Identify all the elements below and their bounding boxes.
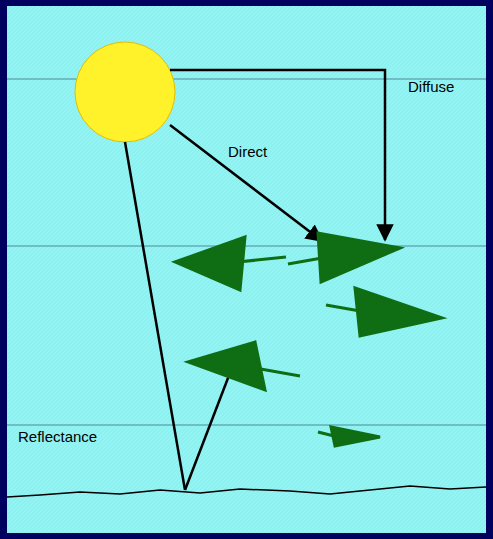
- sun: [75, 42, 175, 142]
- sky-ground: [7, 6, 486, 533]
- guide-lines: [7, 79, 486, 425]
- reflectance-label: Reflectance: [18, 429, 97, 446]
- direct-ray: [170, 125, 322, 241]
- diffuse-label: Diffuse: [408, 79, 454, 96]
- reflect-incoming-ray: [125, 142, 185, 490]
- ground-line: [7, 486, 486, 497]
- diffuse-ray: [170, 70, 385, 240]
- leaves: [175, 233, 442, 446]
- direct-label: Direct: [228, 144, 267, 161]
